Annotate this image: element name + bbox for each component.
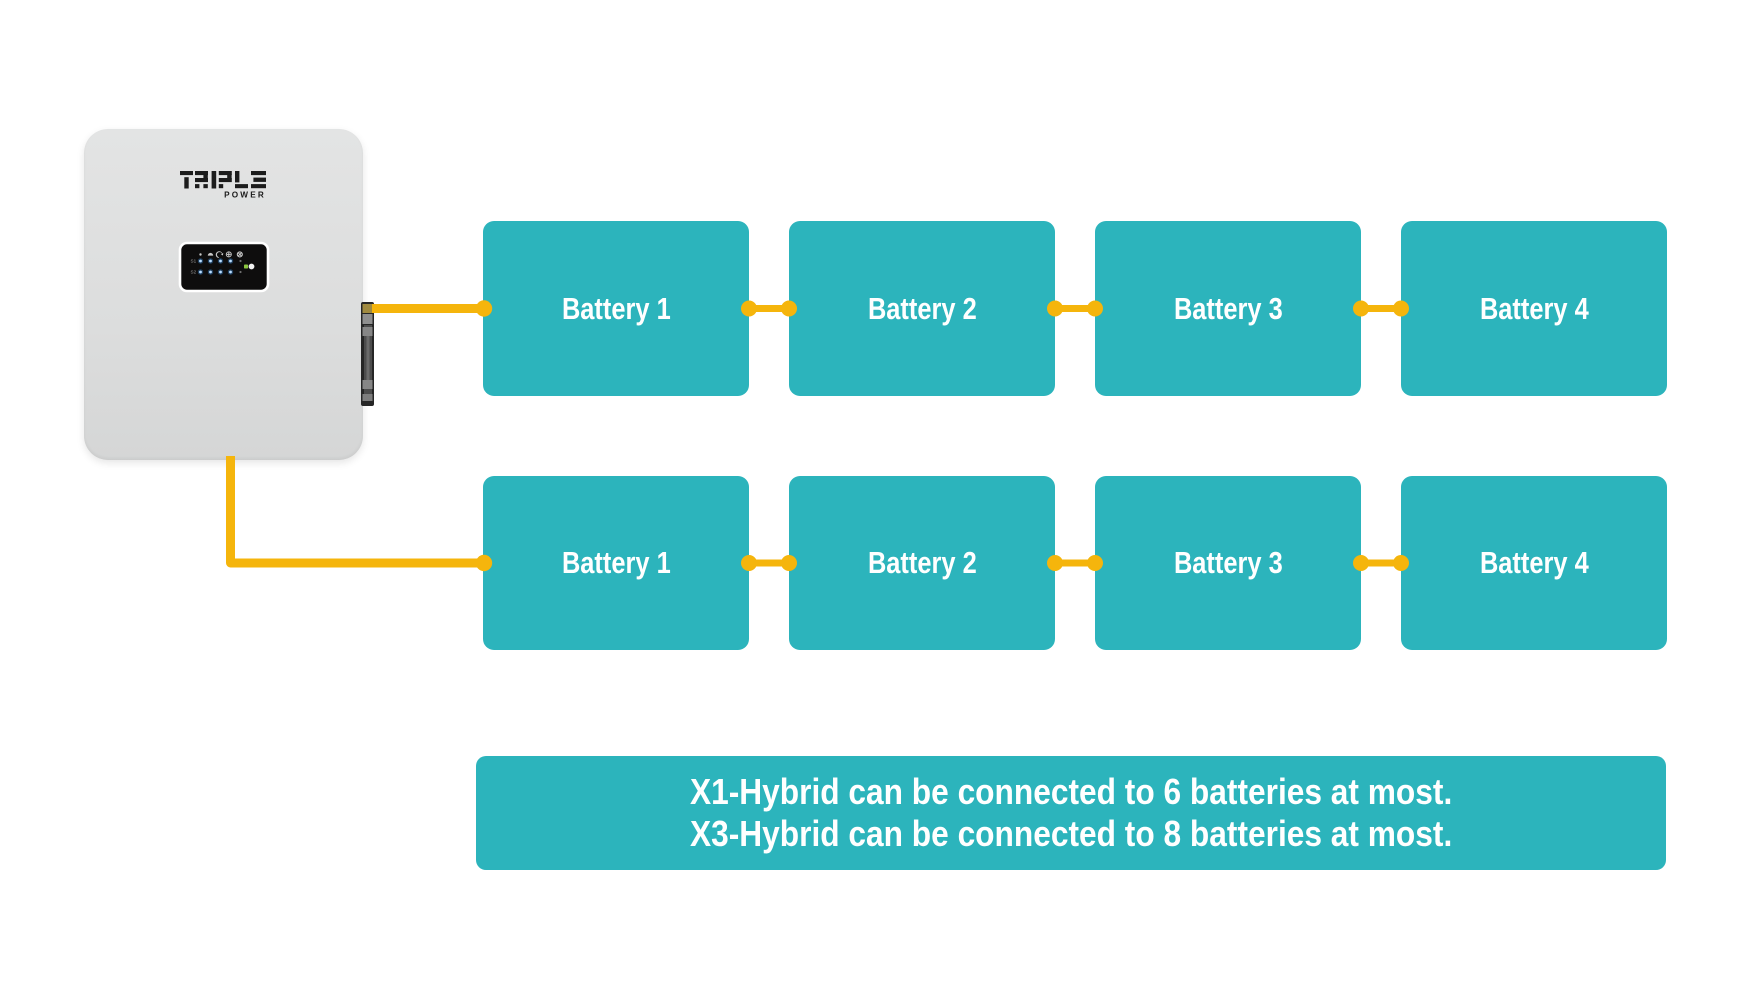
battery-box-row1-1: Battery 1 <box>483 221 749 396</box>
battery-box-row2-2: Battery 2 <box>789 476 1055 650</box>
s1-label: S1 <box>191 259 197 264</box>
sync-icon <box>215 251 224 259</box>
round-button <box>248 263 255 270</box>
battery-box-row1-2: Battery 2 <box>789 221 1055 396</box>
battery-label: Battery 3 <box>1173 545 1283 580</box>
battery-box-row2-4: Battery 4 <box>1401 476 1667 650</box>
panel-screen <box>178 241 270 293</box>
battery-label: Battery 3 <box>1173 290 1283 326</box>
led-display-panel: S1 S2 <box>178 241 270 293</box>
s2-leds <box>197 269 242 275</box>
battery-box-row2-3: Battery 3 <box>1095 476 1361 650</box>
logo-power-text: POWER <box>224 191 266 200</box>
battery-box-row1-4: Battery 4 <box>1401 221 1667 396</box>
battery-label: Battery 2 <box>867 290 977 326</box>
note-box: X1-Hybrid can be connected to 6 batterie… <box>476 756 1666 870</box>
power-led <box>244 264 248 269</box>
triple-power-logo: POWER <box>180 171 266 200</box>
battery-label: Battery 4 <box>1479 545 1589 580</box>
s1-leds <box>197 258 242 264</box>
s2-label: S2 <box>191 270 197 275</box>
s2-led-row: S2 <box>191 269 242 275</box>
panel-icon-row <box>199 251 243 259</box>
battery-box-row2-1: Battery 1 <box>483 476 749 650</box>
battery-label: Battery 4 <box>1479 290 1589 326</box>
battery-box-row1-3: Battery 3 <box>1095 221 1361 396</box>
triple-logo-wordmark <box>180 171 266 189</box>
inverter-device: POWER <box>84 129 374 460</box>
battery-label: Battery 1 <box>561 545 671 580</box>
terminal-block <box>361 302 374 406</box>
note-line-2: X3-Hybrid can be connected to 8 batterie… <box>689 813 1453 854</box>
dot-icon <box>199 253 202 256</box>
battery-label: Battery 2 <box>867 545 977 580</box>
note-line-1: X1-Hybrid can be connected to 6 batterie… <box>689 771 1453 812</box>
gear-icon <box>236 251 243 258</box>
link-icon <box>207 252 214 256</box>
wire-device-to-row2 <box>226 456 482 568</box>
battery-label: Battery 1 <box>561 290 671 326</box>
s1-led-row: S1 <box>191 258 242 264</box>
target-icon <box>225 251 232 258</box>
